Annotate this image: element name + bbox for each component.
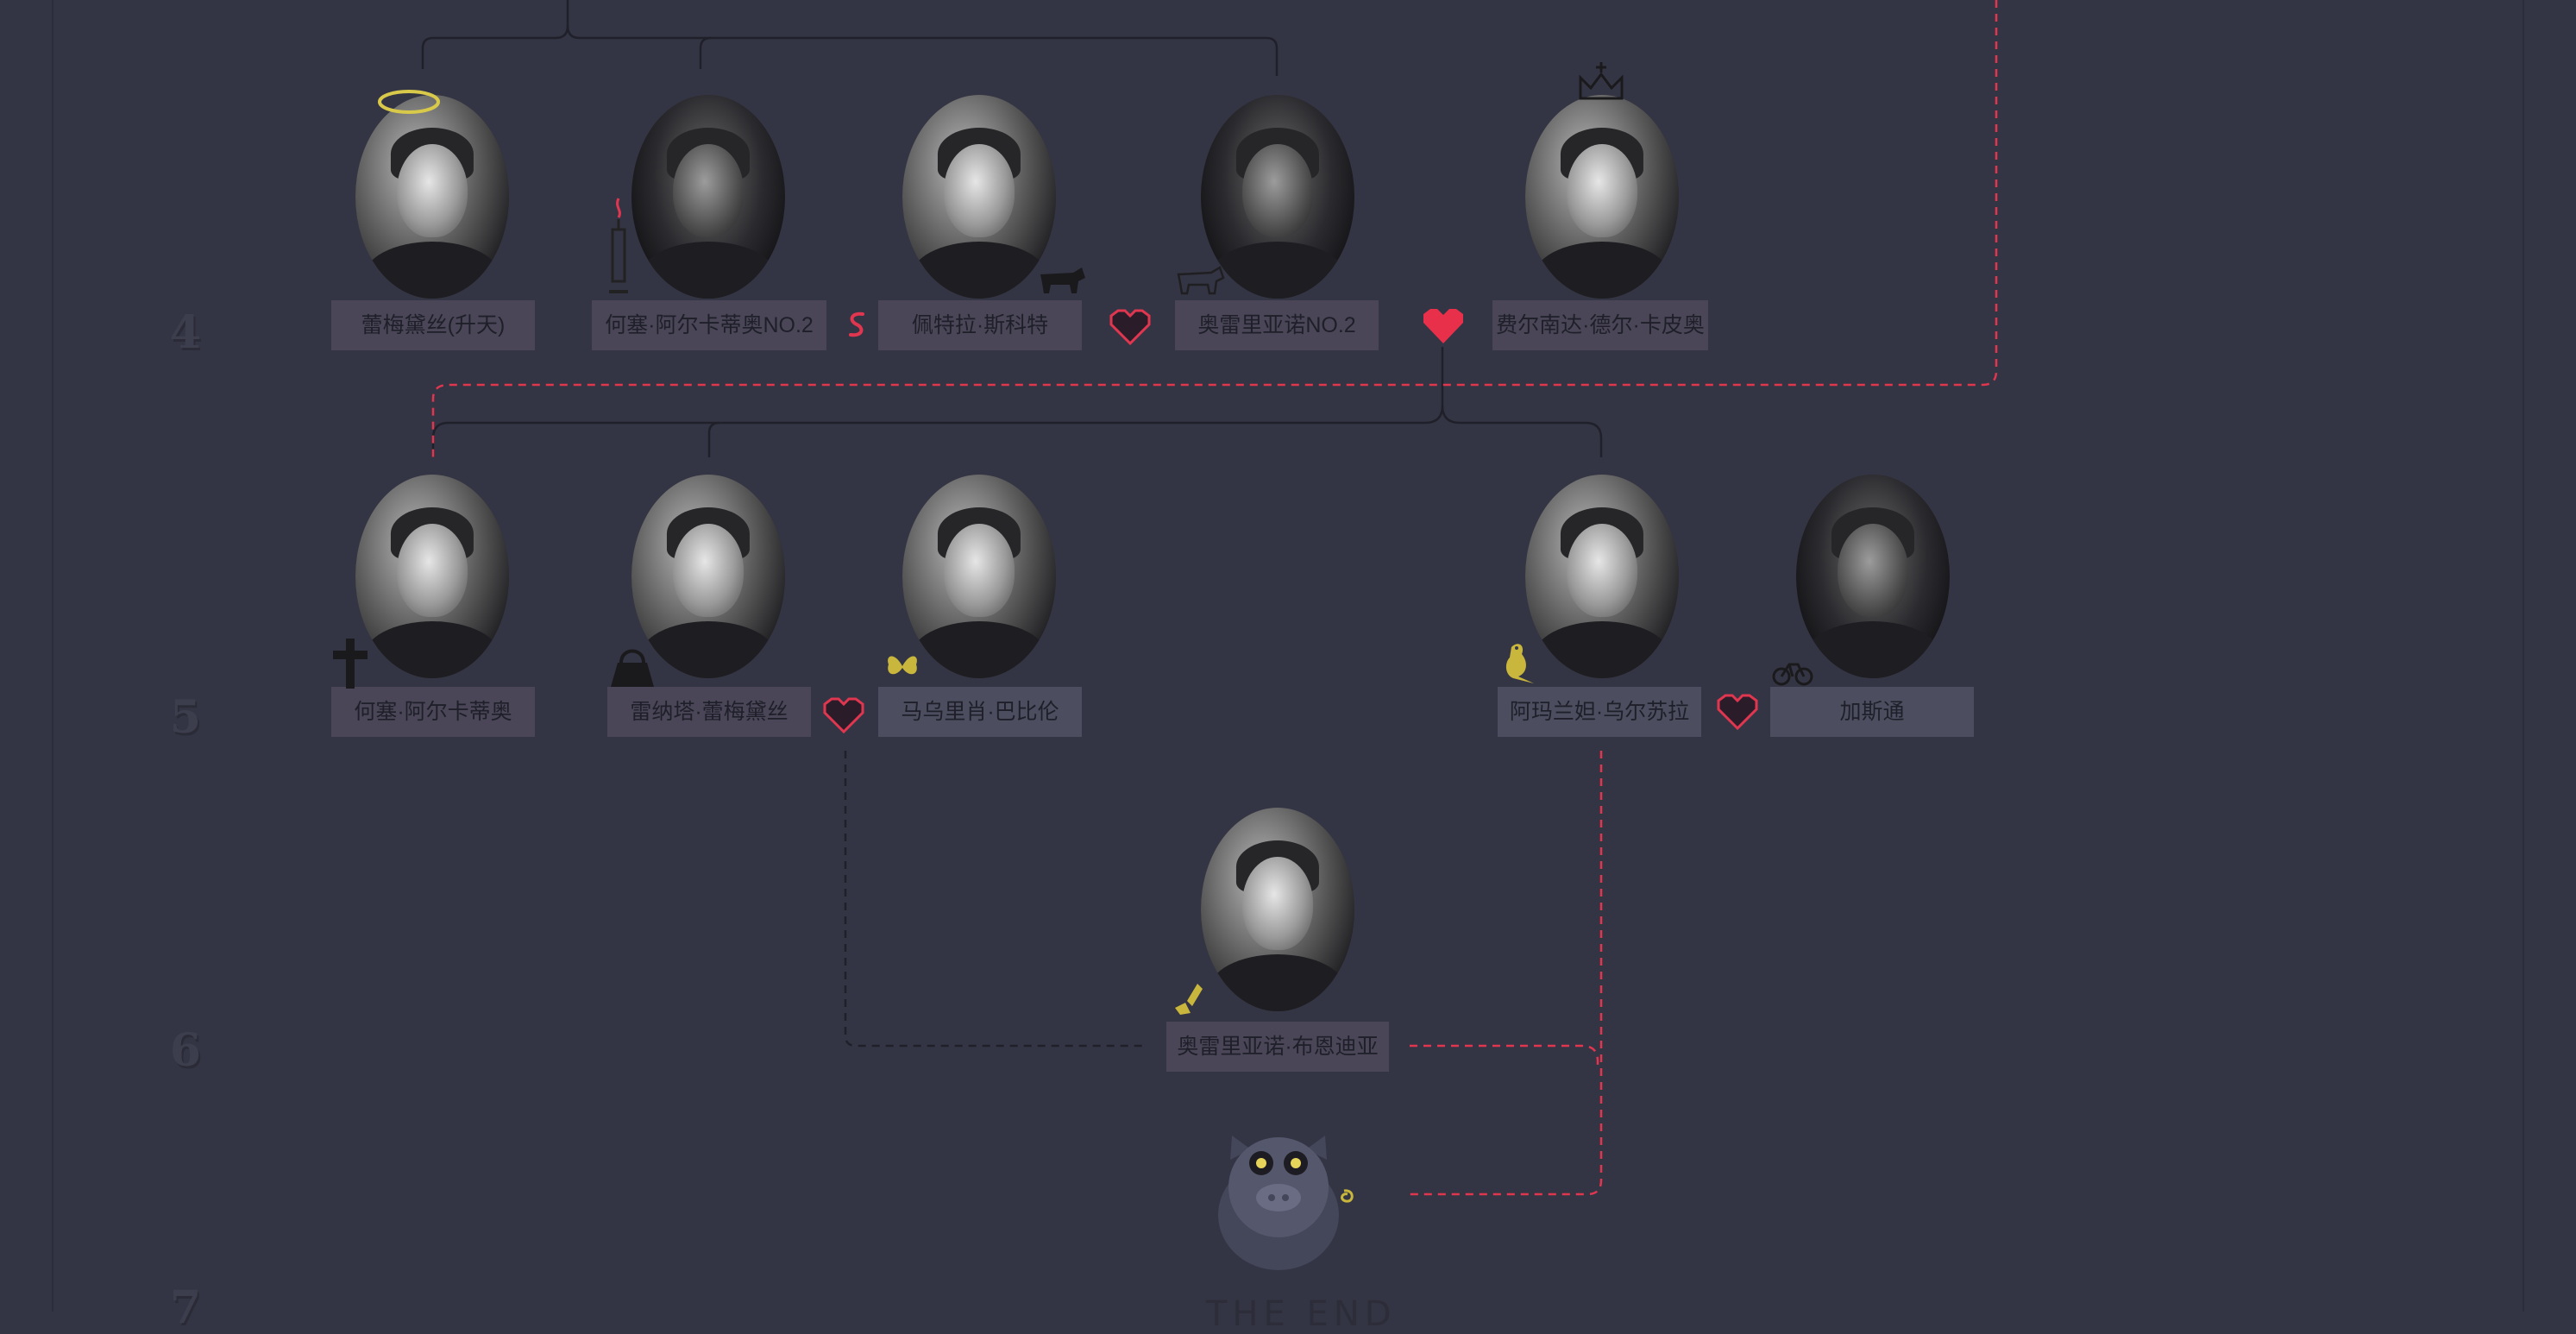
cow-icon <box>1177 266 1225 295</box>
person-name: 何塞·阿尔卡蒂奥 <box>331 687 535 737</box>
right-frame-line <box>2523 0 2524 1312</box>
portrait[interactable] <box>1796 475 1950 678</box>
snake-icon <box>849 311 864 337</box>
gen5-parent-line-2 <box>1441 405 1603 457</box>
heart-icon-red <box>1423 309 1463 343</box>
person-name: 奥雷里亚诺·布恩迪亚 <box>1166 1022 1389 1072</box>
portrait[interactable] <box>631 95 785 299</box>
halo-icon <box>378 90 440 114</box>
bicycle-icon <box>1772 663 1813 686</box>
portrait[interactable] <box>902 475 1056 678</box>
cross-icon <box>333 639 368 689</box>
bird-icon <box>1505 644 1534 683</box>
ribbon-icon <box>1175 984 1203 1015</box>
pig-icon <box>1218 1136 1354 1270</box>
gen5-sibling-drop <box>707 421 720 457</box>
portrait[interactable] <box>1525 95 1679 299</box>
heart-icon-dark <box>823 697 864 734</box>
person-name: 阿玛兰妲·乌尔苏拉 <box>1498 687 1701 737</box>
crown-icon <box>1579 62 1624 100</box>
dashed-lineage-right <box>431 0 1998 457</box>
portrait[interactable] <box>355 475 509 678</box>
person-name: 蕾梅黛丝(升天) <box>331 300 535 350</box>
person-name: 何塞·阿尔卡蒂奥NO.2 <box>592 300 826 350</box>
cow-icon <box>1040 267 1085 293</box>
generation-number-6: 6 <box>169 1024 202 1077</box>
person-name: 佩特拉·斯科特 <box>878 300 1082 350</box>
heart-icon-dark <box>1717 694 1758 731</box>
heart-icon-dark <box>1109 309 1151 346</box>
person-name: 雷纳塔·蕾梅黛丝 <box>607 687 811 737</box>
portrait[interactable] <box>902 95 1056 299</box>
portrait[interactable] <box>631 475 785 678</box>
gen4-sibling-line-3 <box>699 36 712 69</box>
generation-number-5: 5 <box>169 691 202 744</box>
dashed-lineage-amaranta <box>1406 751 1603 1196</box>
left-frame-line <box>52 0 53 1312</box>
portrait[interactable] <box>1201 95 1354 299</box>
gen4-sibling-line-2 <box>566 25 1279 76</box>
generation-number-4: 4 <box>169 306 202 359</box>
generation-number-7: 7 <box>169 1281 202 1334</box>
portrait[interactable] <box>1201 808 1354 1011</box>
dashed-lineage-renata <box>844 751 1147 1048</box>
butterfly-icon <box>888 656 917 675</box>
person-name: 马乌里肖·巴比伦 <box>878 687 1082 737</box>
dashed-lineage-aureliano <box>1410 1044 1599 1070</box>
person-name: 加斯通 <box>1770 687 1974 737</box>
the-end-text: THE END <box>1206 1294 1397 1334</box>
gen5-parent-line <box>431 347 1444 457</box>
gen4-sibling-line <box>421 0 569 69</box>
portrait[interactable] <box>1525 475 1679 678</box>
purse-icon <box>611 649 654 687</box>
person-name: 费尔南达·德尔·卡皮奥 <box>1492 300 1708 350</box>
person-name: 奥雷里亚诺NO.2 <box>1175 300 1379 350</box>
portrait[interactable] <box>355 95 509 299</box>
candle-icon <box>609 198 628 293</box>
